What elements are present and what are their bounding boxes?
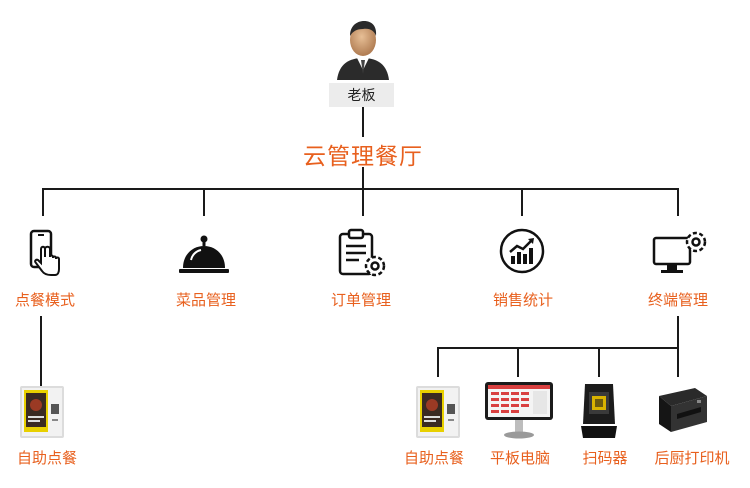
module-ordering-mode-label: 点餐模式 (14, 291, 76, 309)
module-terminal-management-label: 终端管理 (647, 291, 709, 309)
touch-phone-icon (29, 229, 60, 276)
connector-module-drop-2 (203, 188, 205, 216)
connector-module-drop-4 (521, 188, 523, 216)
connector-terminal-drop-1 (437, 347, 439, 377)
connector-title-down (362, 167, 364, 189)
kiosk-device-icon (416, 386, 460, 438)
terminal-child-scanner-label: 扫码器 (582, 449, 628, 467)
monitor-gear-icon (652, 231, 707, 273)
connector-terminal-drop-3 (598, 347, 600, 377)
terminal-child-tablet-label: 平板电脑 (489, 449, 551, 467)
connector-terminal-drop-2 (517, 347, 519, 377)
connector-ordering-down (40, 316, 42, 386)
connector-module-drop-3 (362, 188, 364, 216)
root-boss-label: 老板 (329, 83, 394, 107)
ordering-child-kiosk-label: 自助点餐 (16, 449, 78, 467)
connector-module-drop-1 (42, 188, 44, 216)
connector-root-to-title (362, 107, 364, 137)
order-clipboard-icon (338, 228, 386, 277)
connector-terminal-bus (437, 347, 679, 349)
kiosk-device-icon (20, 386, 64, 438)
module-dish-management-label: 菜品管理 (175, 291, 237, 309)
food-cloche-icon (179, 235, 229, 273)
barcode-scanner-icon (581, 384, 617, 438)
module-order-management-label: 订单管理 (330, 291, 392, 309)
connector-terminal-drop-4 (677, 347, 679, 377)
module-sales-statistics-label: 销售统计 (492, 291, 554, 309)
connector-module-drop-5 (677, 188, 679, 216)
kitchen-printer-icon (659, 388, 707, 432)
sales-chart-icon (499, 228, 545, 274)
terminal-child-kiosk-label: 自助点餐 (403, 449, 465, 467)
connector-module-bus (42, 188, 679, 190)
pos-tablet-icon (485, 382, 553, 439)
boss-avatar-icon (337, 21, 389, 80)
terminal-child-printer-label: 后厨打印机 (654, 449, 730, 467)
center-title: 云管理餐厅 (303, 144, 423, 170)
connector-terminal-down (677, 316, 679, 348)
